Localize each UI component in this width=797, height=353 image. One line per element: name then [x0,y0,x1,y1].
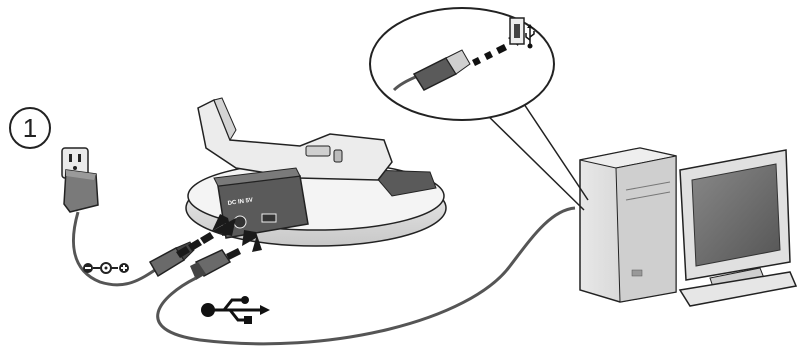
computer-tower [580,148,676,302]
power-cable [73,212,158,285]
dc-plug [150,242,194,276]
step-number-badge: 1 [10,108,50,148]
dc-in-port [234,216,246,228]
computer-monitor [680,150,796,306]
usb-trident-icon [201,296,270,324]
usb-plug [190,250,230,280]
dc-polarity-icon [83,263,129,273]
power-adapter-icon [64,170,98,212]
camera-dock: DC IN 5V [186,98,446,246]
step-number: 1 [23,113,37,143]
usb-port-icon [262,214,276,222]
